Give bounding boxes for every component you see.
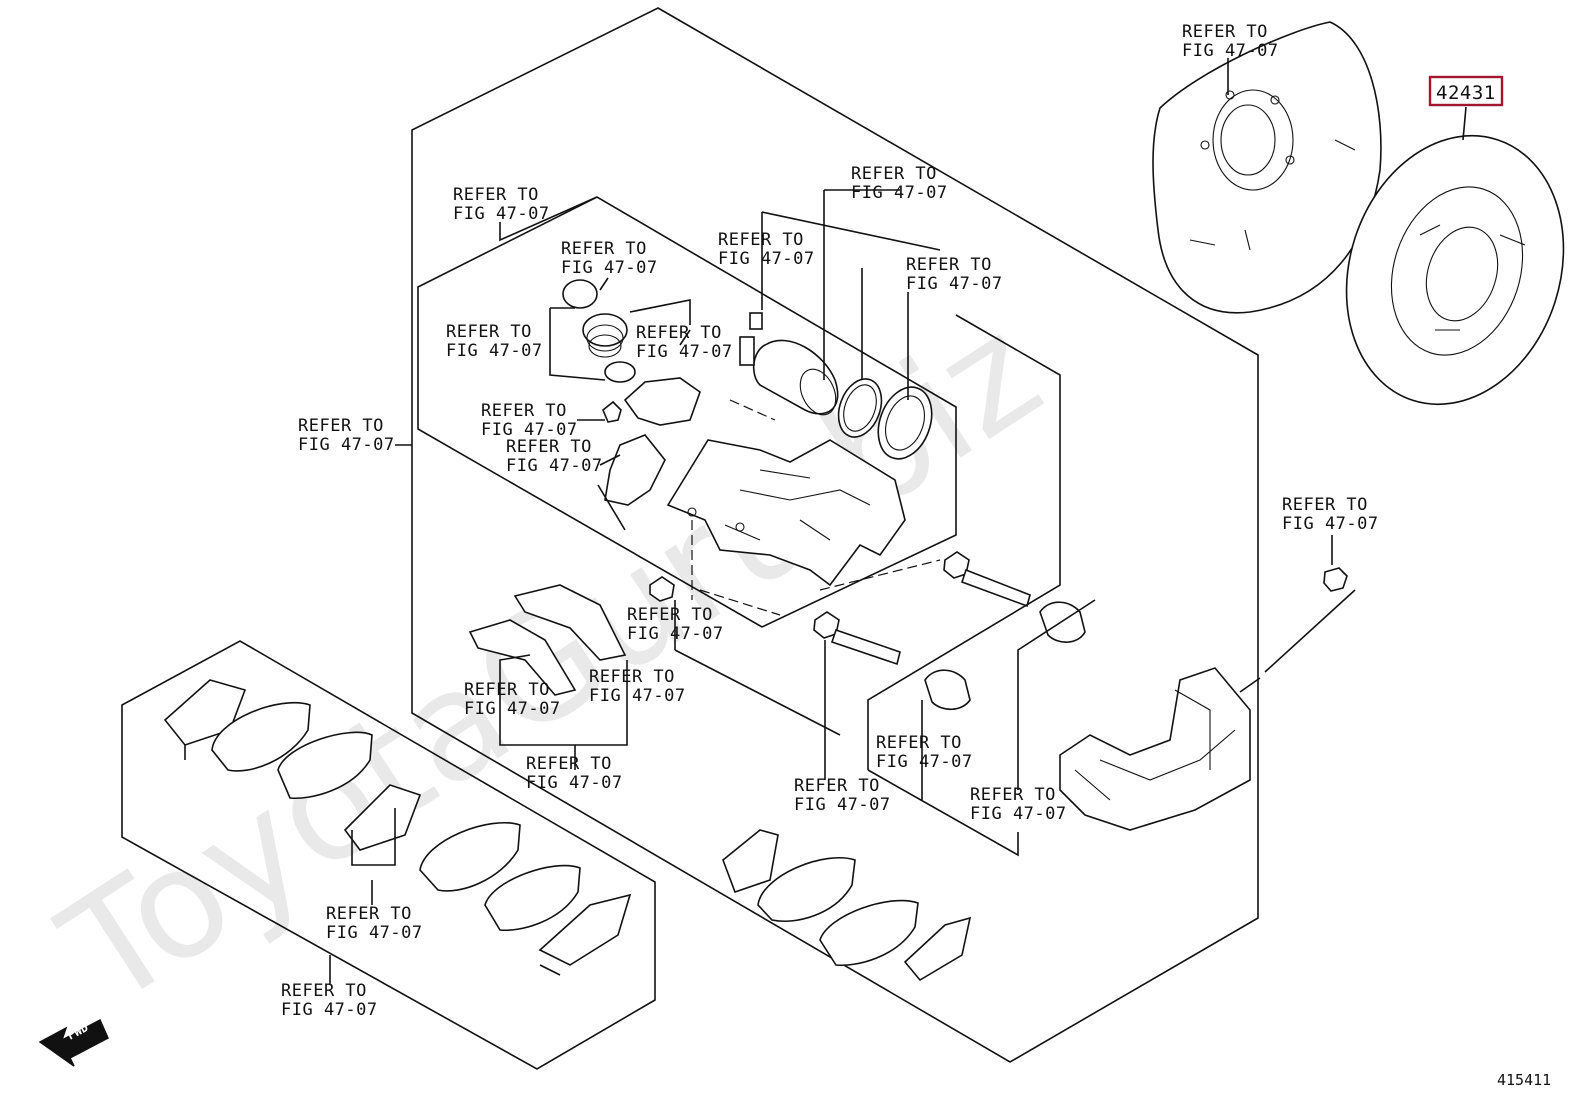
- piston-seal: [837, 378, 883, 438]
- svg-text:FIG 47-07: FIG 47-07: [526, 773, 623, 793]
- svg-text:REFER TO: REFER TO: [298, 416, 384, 436]
- svg-text:FIG 47-07: FIG 47-07: [506, 456, 603, 476]
- slide-pin-lower: [813, 611, 901, 666]
- svg-text:REFER TO: REFER TO: [876, 733, 962, 753]
- pin-boot-upper: [1039, 601, 1086, 643]
- svg-text:FIG 47-07: FIG 47-07: [1282, 514, 1379, 534]
- svg-text:FIG 47-07: FIG 47-07: [281, 1000, 378, 1020]
- piston: [752, 339, 839, 416]
- part-number-tag[interactable]: 42431: [1428, 75, 1504, 107]
- illustration-id: 415411: [1497, 1071, 1551, 1089]
- svg-text:REFER TO: REFER TO: [1182, 22, 1268, 42]
- svg-text:FIG 47-07: FIG 47-07: [851, 183, 948, 203]
- fwd-arrow-icon: FWD: [38, 1018, 109, 1067]
- svg-text:REFER TO: REFER TO: [794, 776, 880, 796]
- svg-text:FIG 47-07: FIG 47-07: [1182, 41, 1279, 61]
- outer-group-box: [411, 7, 1259, 1063]
- bracket-bolt: [1323, 567, 1348, 592]
- svg-text:REFER TO: REFER TO: [506, 437, 592, 457]
- svg-text:FIG 47-07: FIG 47-07: [718, 249, 815, 269]
- bleeder-screw: [739, 312, 763, 366]
- svg-text:FIG 47-07: FIG 47-07: [794, 795, 891, 815]
- svg-text:REFER TO: REFER TO: [326, 904, 412, 924]
- slide-pin-upper: [943, 551, 1031, 608]
- spring-set: [562, 279, 691, 383]
- piston-boot: [877, 386, 933, 460]
- pin-boot-lower: [924, 669, 971, 711]
- svg-text:REFER TO: REFER TO: [561, 239, 647, 259]
- svg-text:REFER TO: REFER TO: [464, 680, 550, 700]
- pads-center: [722, 829, 972, 982]
- svg-text:REFER TO: REFER TO: [446, 322, 532, 342]
- svg-text:REFER TO: REFER TO: [906, 255, 992, 275]
- svg-text:FIG 47-07: FIG 47-07: [636, 342, 733, 362]
- svg-text:REFER TO: REFER TO: [627, 605, 713, 625]
- svg-text:REFER TO: REFER TO: [453, 185, 539, 205]
- dust-shield: [1152, 21, 1382, 314]
- svg-text:REFER TO: REFER TO: [481, 401, 567, 421]
- pad-group-box: [121, 640, 656, 1070]
- svg-text:FIG 47-07: FIG 47-07: [561, 258, 658, 278]
- svg-text:FIG 47-07: FIG 47-07: [906, 274, 1003, 294]
- part-number-leader: [1462, 106, 1467, 141]
- caliper-bolt: [649, 576, 675, 602]
- svg-text:REFER TO: REFER TO: [589, 667, 675, 687]
- svg-text:REFER TO: REFER TO: [718, 230, 804, 250]
- svg-text:FIG 47-07: FIG 47-07: [326, 923, 423, 943]
- svg-text:REFER TO: REFER TO: [281, 981, 367, 1001]
- svg-text:FIG 47-07: FIG 47-07: [453, 204, 550, 224]
- svg-text:FIG 47-07: FIG 47-07: [446, 341, 543, 361]
- brake-disc: [1345, 134, 1565, 406]
- svg-text:FIG 47-07: FIG 47-07: [970, 804, 1067, 824]
- svg-text:REFER TO: REFER TO: [636, 323, 722, 343]
- parking-lever: [597, 377, 701, 531]
- svg-text:REFER TO: REFER TO: [970, 785, 1056, 805]
- part-number-text: 42431: [1436, 82, 1496, 104]
- pad-clips: [468, 584, 627, 696]
- svg-text:REFER TO: REFER TO: [1282, 495, 1368, 515]
- pads-left: [163, 679, 632, 966]
- svg-text:FIG 47-07: FIG 47-07: [876, 752, 973, 772]
- caliper-bracket: [1059, 667, 1251, 831]
- svg-text:REFER TO: REFER TO: [526, 754, 612, 774]
- leader-lines: [184, 58, 1356, 985]
- svg-text:FIG 47-07: FIG 47-07: [481, 420, 578, 440]
- caliper-body: [666, 439, 906, 587]
- svg-text:FIG 47-07: FIG 47-07: [298, 435, 395, 455]
- svg-text:FIG 47-07: FIG 47-07: [589, 686, 686, 706]
- svg-text:FIG 47-07: FIG 47-07: [464, 699, 561, 719]
- svg-text:FIG 47-07: FIG 47-07: [627, 624, 724, 644]
- svg-text:REFER TO: REFER TO: [851, 164, 937, 184]
